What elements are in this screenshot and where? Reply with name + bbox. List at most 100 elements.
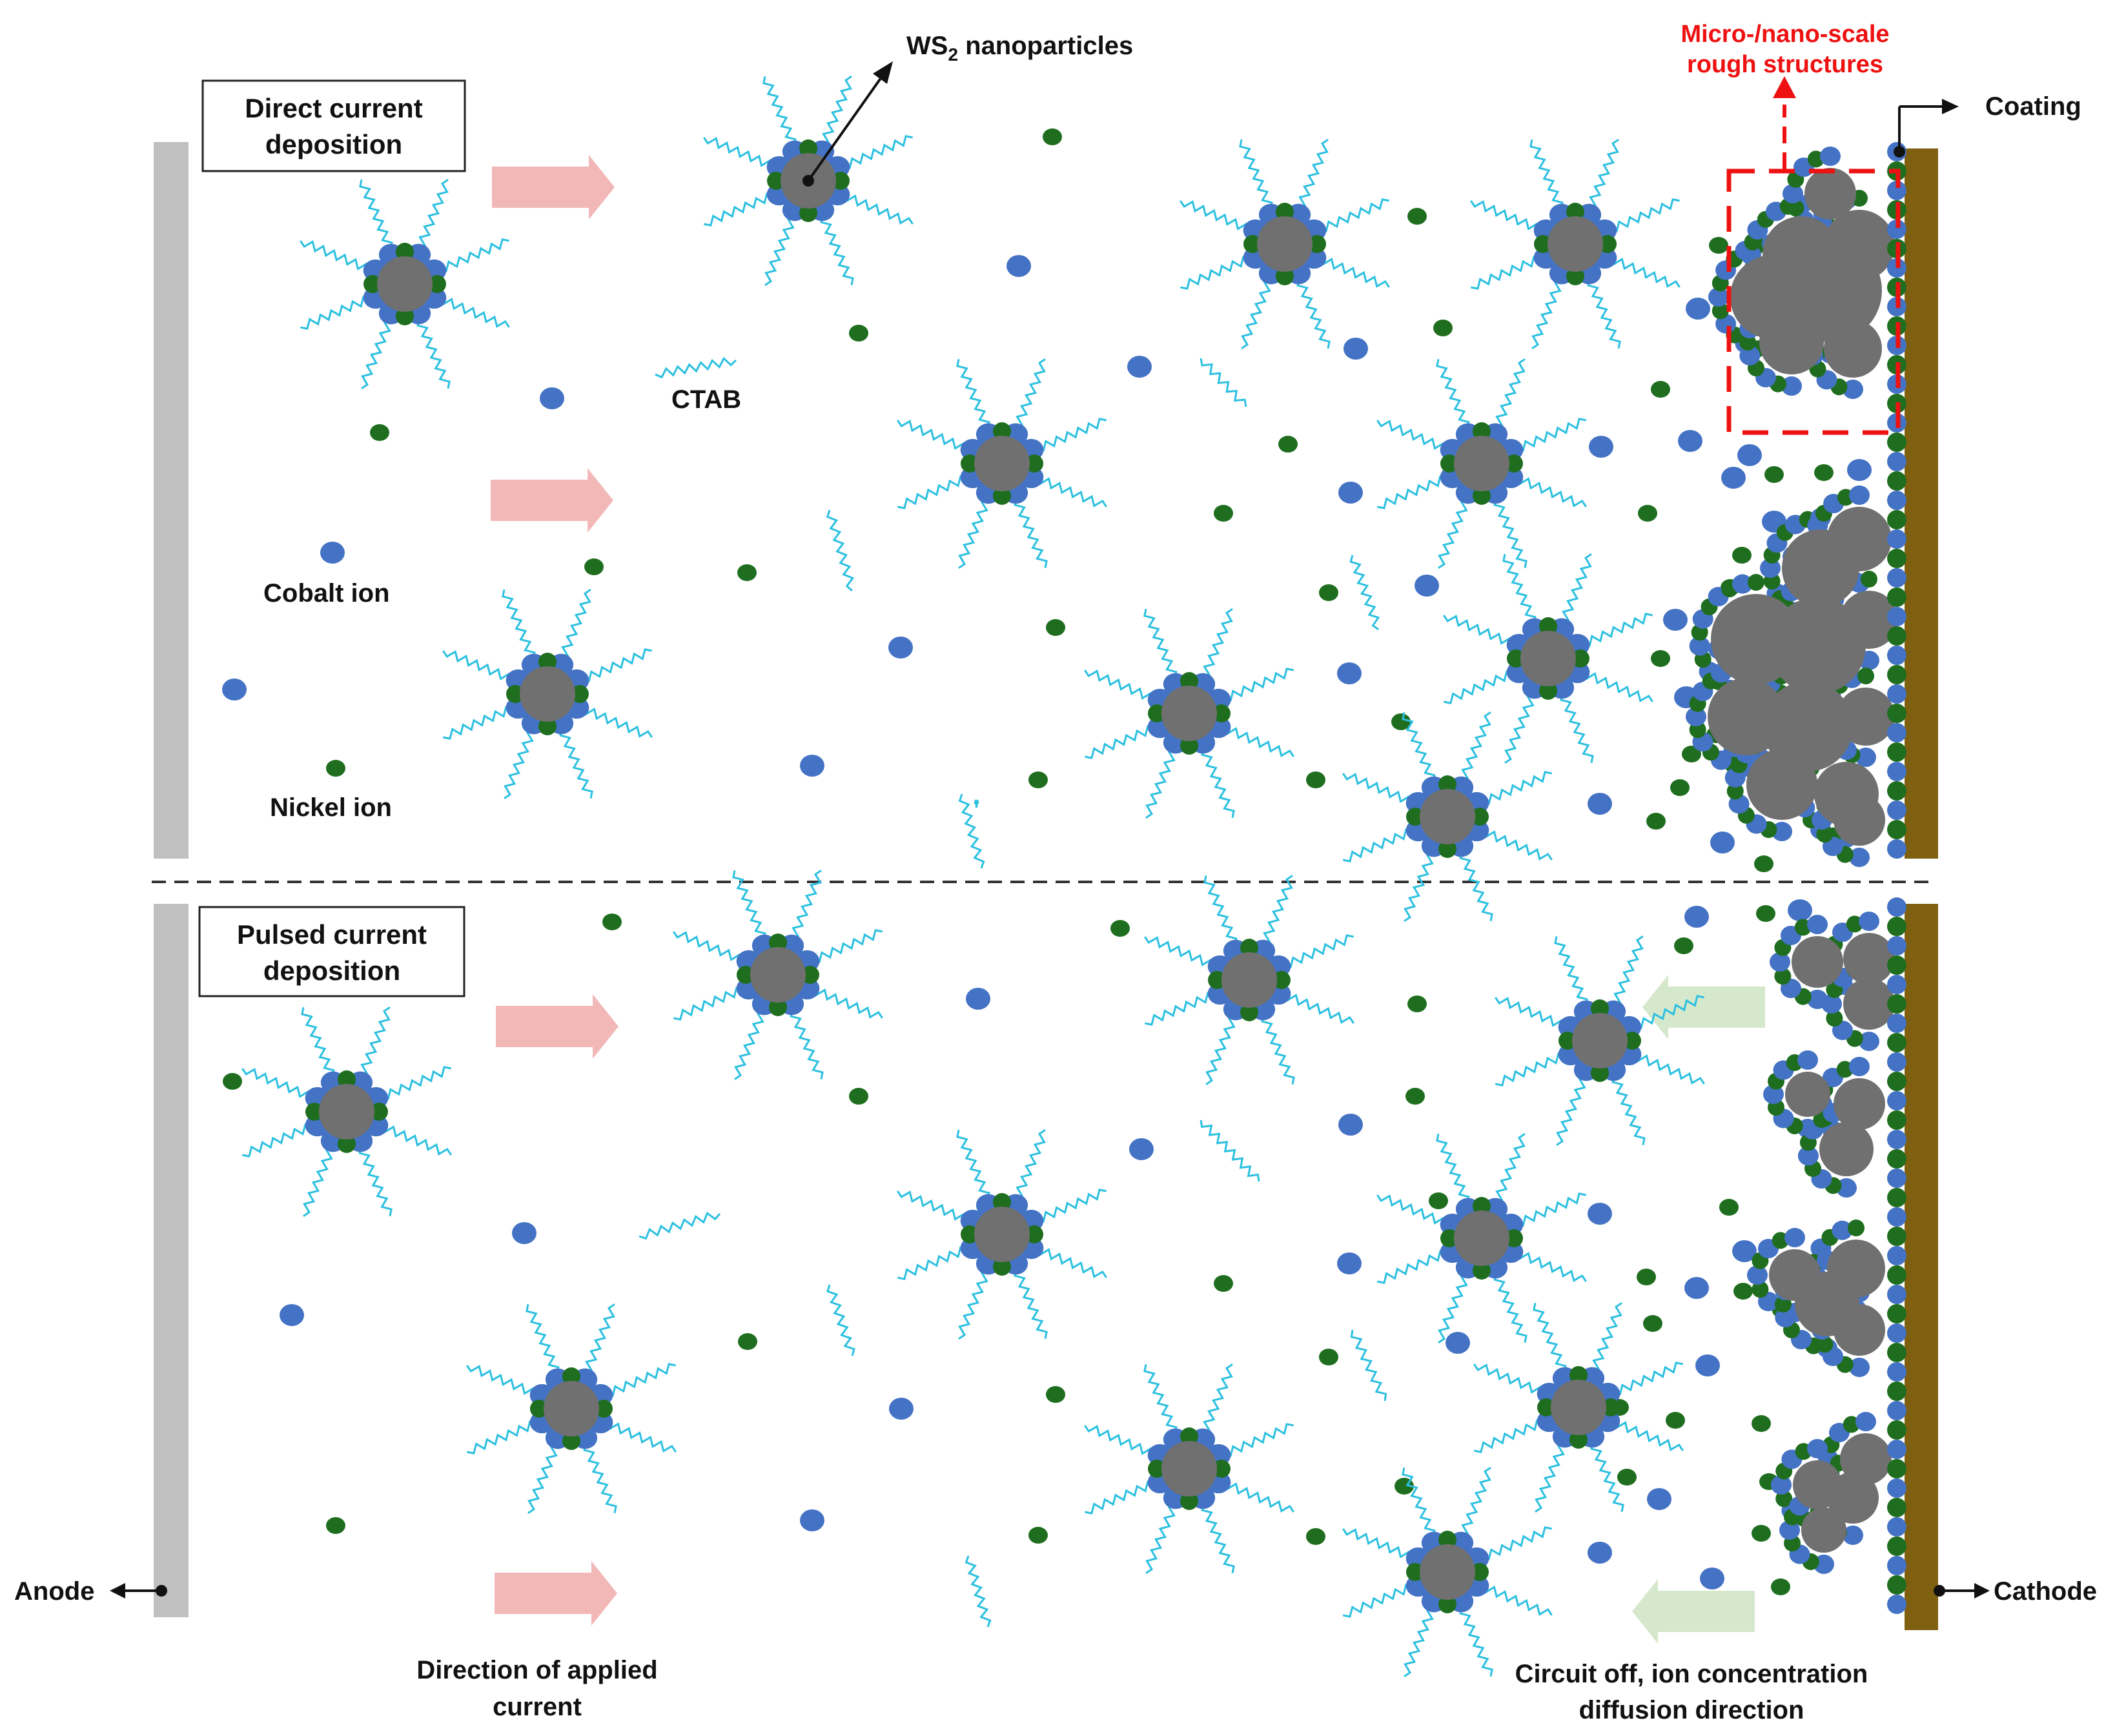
ctab-chain: [732, 870, 766, 941]
coating-ion-layer: [1887, 1575, 1906, 1595]
nickel-ion: [1591, 1064, 1609, 1082]
nickel-ion: [1276, 203, 1294, 221]
cobalt-ion: [1836, 1178, 1857, 1198]
nickel-ion: [1212, 704, 1231, 722]
nickel-ion: [428, 275, 446, 293]
cobalt-ion: [1847, 459, 1872, 481]
coating-ion-layer: [1887, 452, 1906, 471]
ctab-chain: [1609, 258, 1681, 288]
cobalt-ion: [1807, 1439, 1828, 1458]
anode-plate-bottom: [154, 904, 189, 1617]
ws2-formula: WS: [906, 32, 948, 60]
nickel-ion: [1752, 1281, 1769, 1298]
background-layer: [152, 142, 1938, 1630]
nickel-ion: [1046, 1386, 1065, 1403]
ctab-chain: [1402, 1467, 1436, 1538]
nickel-ion: [1046, 619, 1065, 636]
ctab-chain: [1404, 1606, 1434, 1677]
ctab-chain: [1342, 773, 1414, 803]
ctab-molecule: [974, 799, 979, 808]
ctab-chain: [1515, 1252, 1587, 1282]
cobalt-ion: [1344, 338, 1368, 360]
cobalt-ion: [1732, 1240, 1757, 1262]
cobalt-ion: [1775, 1308, 1796, 1328]
cobalt-ion: [1797, 1146, 1819, 1166]
cobalt-ion: [1797, 1050, 1818, 1070]
ws2-nanoparticle: [544, 1381, 599, 1436]
rough-structure-highlight-box: [1726, 168, 1901, 435]
ws2-ctab-complex: [300, 179, 510, 389]
cobalt-ion: [1710, 832, 1735, 853]
nickel-ion: [584, 558, 604, 575]
applied-current-arrow: [491, 468, 613, 533]
ctab-chain: [1436, 359, 1470, 429]
ws2-nanoparticle: [974, 1207, 1030, 1262]
ctab-chain: [1560, 693, 1594, 763]
nickel-ion: [1566, 203, 1584, 221]
nickel-ion: [1212, 1460, 1231, 1478]
ws2-ctab-complex: [442, 589, 653, 799]
ctab-chain: [1612, 1421, 1684, 1451]
nickel-ion: [1719, 1199, 1739, 1216]
ctab-molecule: [655, 356, 737, 379]
nickel-ion: [1651, 650, 1670, 667]
ctab-chain: [1495, 997, 1566, 1027]
ws2-deposit-grain: [1834, 1304, 1885, 1356]
nickel-ion: [1433, 320, 1453, 336]
cobalt-ion: [889, 1398, 914, 1420]
ctab-chain: [1481, 830, 1553, 861]
diffusion-arrow: [1632, 1579, 1755, 1644]
ctab-chain: [1223, 1423, 1294, 1457]
ctab-chain: [1036, 1248, 1107, 1278]
coating-ion-layer: [1887, 1323, 1906, 1343]
cobalt-ion: [1678, 430, 1702, 452]
cobalt-ion: [966, 988, 990, 1010]
nickel-ion: [562, 1432, 580, 1450]
ctab-chain: [300, 296, 371, 330]
nickel-ion: [1861, 571, 1877, 587]
ctab-molecule: [965, 1555, 992, 1628]
ctab-chain: [820, 215, 854, 285]
ctab-chain: [1634, 995, 1704, 1029]
cobalt-ion: [512, 1222, 536, 1244]
nickel-ion: [602, 914, 622, 930]
coating-ion-layer: [1887, 433, 1906, 452]
cobalt-ion: [1338, 482, 1363, 504]
cobalt-ion: [800, 1509, 824, 1531]
nickel-ion: [1848, 1220, 1865, 1236]
coating-ion-layer: [1887, 1072, 1906, 1091]
nickel-ion: [1025, 1225, 1043, 1243]
nickel-ion: [530, 1400, 548, 1418]
coating-ion-layer: [1887, 917, 1906, 936]
coating-ion-layer: [1887, 801, 1906, 820]
ws2-nanoparticle: [974, 436, 1030, 491]
nickel-ion: [738, 1333, 757, 1350]
ctab-chain: [1376, 1194, 1448, 1225]
ctab-chain: [956, 359, 990, 429]
nickel-ion: [799, 204, 817, 222]
cobalt-ion: [1770, 952, 1790, 972]
nickel-ion: [1682, 746, 1701, 762]
nickel-ion: [1623, 1032, 1641, 1050]
ws2-deposit-grain: [1827, 507, 1892, 571]
ctab-chain: [1515, 477, 1587, 507]
coating-ion-layer: [1887, 220, 1906, 239]
nickel-ion: [1733, 1283, 1753, 1300]
nickel-ion: [1732, 547, 1752, 564]
ctab-chain: [842, 194, 914, 225]
coating-ion-layer: [1887, 529, 1906, 549]
ws2-ctab-complex: [1443, 553, 1653, 764]
ws2-ctab-complex: [1473, 1302, 1684, 1513]
nickel-ion: [1539, 682, 1557, 700]
ctab-chain: [1459, 1606, 1493, 1677]
ctab-chain: [1223, 727, 1294, 757]
nickel-ion: [737, 966, 755, 984]
ws2-deposit-grain: [1824, 320, 1882, 378]
ctab-chain: [1633, 1054, 1705, 1085]
nickel-ion: [338, 1135, 356, 1153]
direct-current-label-2: deposition: [265, 129, 402, 159]
coating-ion-layer: [1887, 1478, 1906, 1498]
cobalt-ion: [1849, 848, 1870, 867]
nickel-ion: [961, 1225, 979, 1243]
nickel-ion: [1674, 937, 1693, 954]
